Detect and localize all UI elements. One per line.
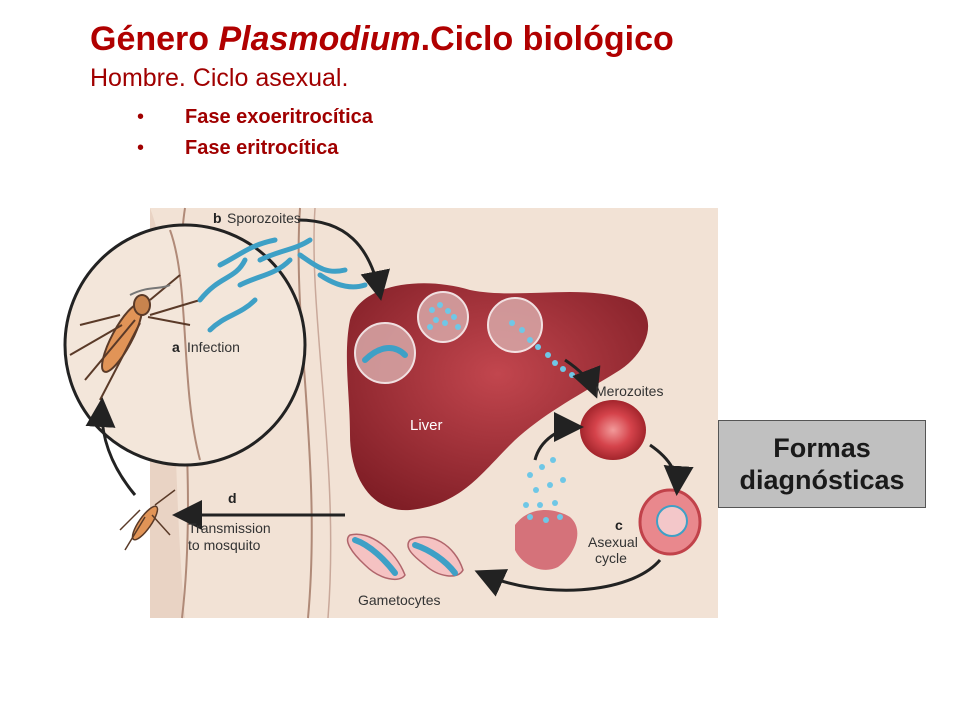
label-d-letter: d: [228, 490, 237, 506]
inset-skin-fold: [169, 229, 201, 461]
label-merozoites: Merozoites: [595, 383, 663, 399]
liver-cell-1: [354, 322, 416, 384]
label-liver: Liver: [410, 417, 443, 434]
phase-item: • Fase exoeritrocítica: [137, 103, 373, 134]
arrow-merozoites-to-rbc: [533, 412, 584, 461]
mosquito-small: [119, 489, 176, 551]
title-prefix: Género: [90, 20, 219, 58]
slide-subtitle: Hombre. Ciclo asexual.: [90, 64, 349, 92]
label-cycle: cycle: [595, 550, 627, 566]
liver-cell-3: [487, 297, 543, 353]
gametocyte-male: [407, 536, 464, 577]
red-blood-cell: [580, 400, 646, 460]
label-asexual: Asexual: [588, 534, 638, 550]
label-transmission: Transmission: [188, 520, 271, 536]
phase-label: Fase exoeritrocítica: [185, 106, 373, 128]
arrow-ring-to-gametocytes: [474, 559, 662, 597]
tissue-line-3: [313, 207, 332, 619]
sporozoites: [197, 237, 368, 333]
phase-item: • Fase eritrocítica: [137, 134, 373, 165]
title-genus: Plasmodium: [218, 20, 421, 58]
label-a-letter: a: [172, 339, 180, 355]
slide-title: Género Plasmodium.Ciclo biológico: [90, 20, 674, 59]
liver: [346, 283, 649, 511]
gametocyte-female: [346, 533, 406, 581]
mosquito-large: [69, 274, 201, 401]
label-sporozoites: Sporozoites: [227, 210, 301, 226]
arrow-sporozoites-to-liver: [297, 218, 390, 301]
schizont-rupture: [515, 510, 578, 570]
malaria-lifecycle-diagram: b Sporozoites a Infection Liver Merozoit…: [63, 207, 718, 619]
liver-merozoite-cluster: [427, 302, 575, 378]
callout-line-1: Formas: [773, 433, 871, 463]
phase-list: • Fase exoeritrocítica • Fase eritrocítica: [137, 103, 373, 165]
label-to-mosquito: to mosquito: [188, 537, 261, 553]
title-suffix: .Ciclo biológico: [420, 20, 674, 58]
liver-cell-2: [417, 291, 469, 343]
released-merozoites: [523, 457, 566, 523]
label-infection: Infection: [187, 339, 240, 355]
label-gametocytes: Gametocytes: [358, 592, 440, 608]
arrow-to-infection-circle: [85, 397, 137, 496]
infected-rbc-ring: [638, 488, 702, 556]
bullet-marker: •: [137, 137, 145, 159]
label-b-letter: b: [213, 210, 222, 226]
arrow-rbc-to-ring: [649, 443, 694, 496]
bullet-marker: •: [137, 106, 145, 128]
arrow-liver-to-merozoites: [564, 358, 601, 399]
diagnostic-forms-callout: Formas diagnósticas: [718, 420, 926, 508]
label-c-letter: c: [615, 517, 623, 533]
phase-label: Fase eritrocítica: [185, 137, 339, 159]
callout-line-2: diagnósticas: [739, 465, 905, 495]
sporozoite-in-liver: [362, 345, 408, 363]
